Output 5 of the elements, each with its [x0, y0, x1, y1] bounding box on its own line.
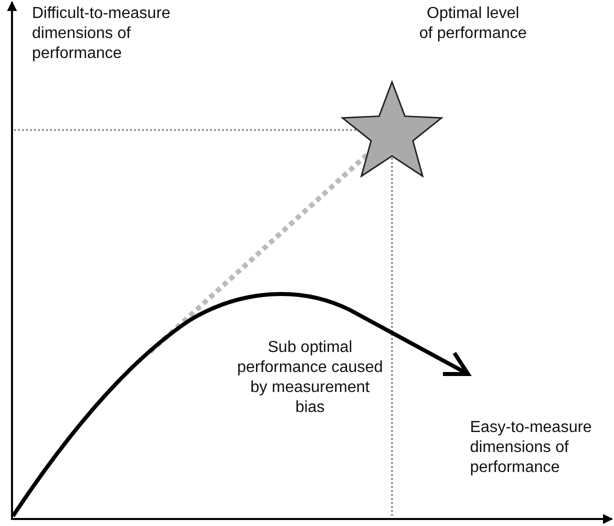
star-caption: Optimal level of performance [418, 4, 528, 44]
axis-label: Difficult-to-measure dimensions of performance [32, 4, 172, 64]
star-shape [340, 80, 444, 178]
curve-label: Sub optimal performance caused by measurement bias [236, 338, 384, 418]
axis-label: Easy-to-measure dimensions of performance [470, 418, 593, 478]
